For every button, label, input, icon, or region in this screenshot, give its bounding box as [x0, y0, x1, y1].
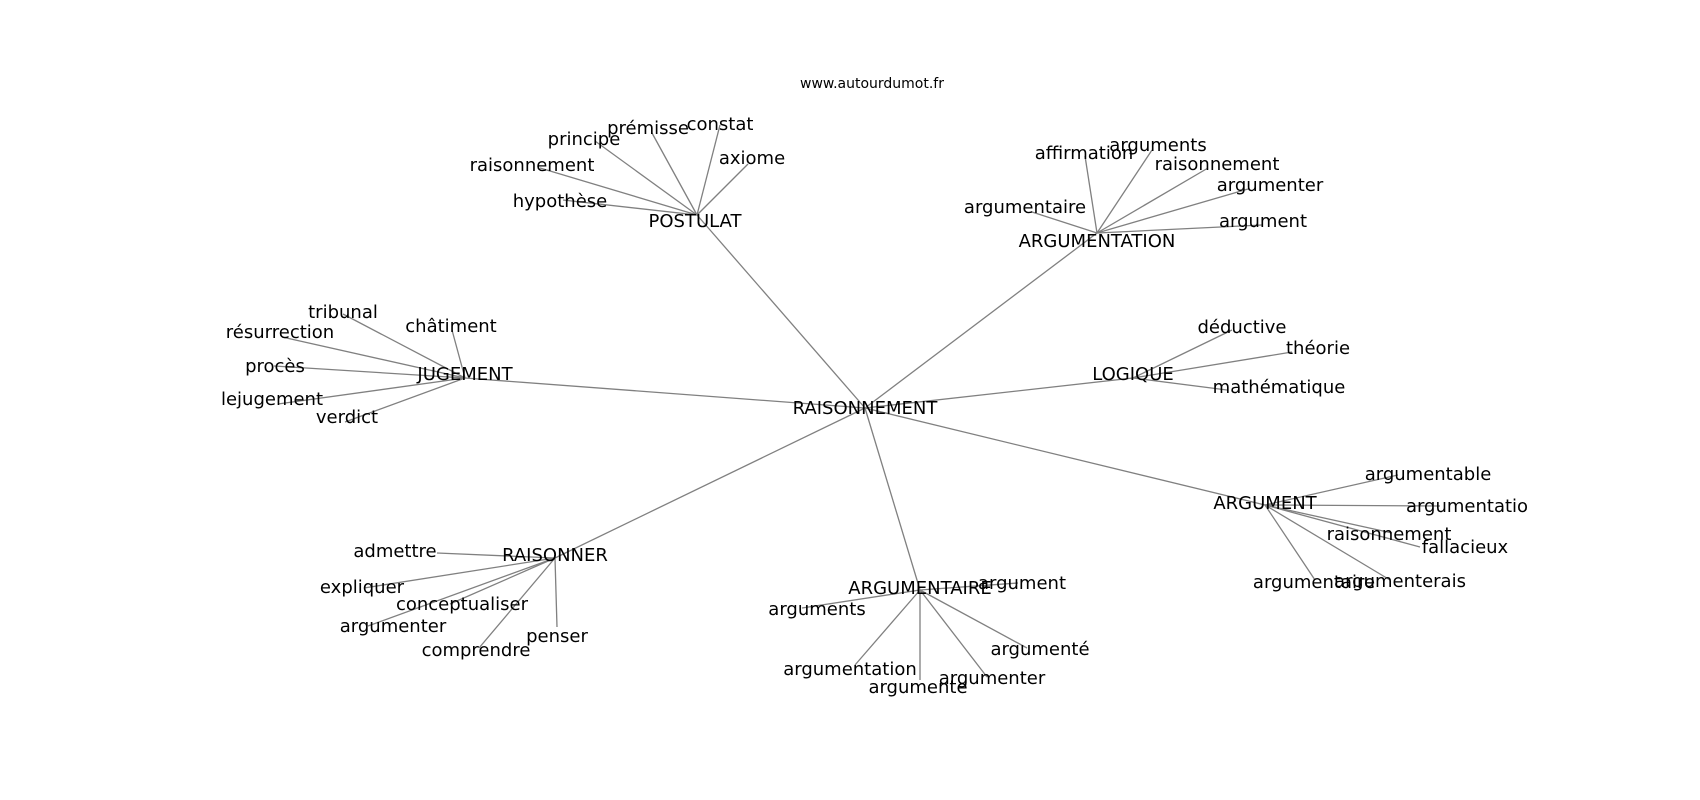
leaf-node-label[interactable]: prémisse — [607, 118, 689, 139]
edge-center-to-hub — [864, 377, 1134, 409]
edge-center-to-hub — [696, 214, 866, 409]
leaf-node-label[interactable]: comprendre — [422, 640, 531, 661]
leaf-node-label[interactable]: arguments — [768, 599, 865, 620]
edge-hub-to-leaf — [919, 589, 988, 678]
hub-node-label[interactable]: ARGUMENTAIRE — [848, 578, 991, 599]
hub-node-label[interactable]: ARGUMENT — [1213, 493, 1317, 514]
hub-node-label[interactable]: RAISONNER — [502, 545, 608, 566]
edge-hub-to-leaf — [696, 163, 749, 216]
edge-hub-to-leaf — [363, 557, 556, 589]
leaf-node-label[interactable]: résurrection — [226, 322, 334, 343]
edge-hub-to-leaf — [594, 140, 698, 216]
edge-center-to-hub — [864, 407, 1266, 506]
edge-hub-to-leaf — [277, 377, 466, 405]
leaf-node-label[interactable]: raisonnement — [1155, 154, 1280, 175]
leaf-node-label[interactable]: axiome — [719, 148, 785, 169]
leaf-node-label[interactable]: constat — [687, 114, 754, 135]
edge-hub-to-leaf — [1132, 377, 1228, 391]
leaf-node-label[interactable]: théorie — [1286, 338, 1350, 359]
leaf-node-label[interactable]: argument — [978, 573, 1066, 594]
edge-hub-to-leaf — [651, 132, 698, 216]
edge-hub-to-leaf — [1264, 504, 1421, 548]
edge-hub-to-leaf — [562, 199, 698, 216]
edge-hub-to-leaf — [1096, 167, 1209, 234]
edge-hub-to-leaf — [451, 329, 466, 379]
edge-hub-to-leaf — [1132, 351, 1293, 379]
leaf-node-label[interactable]: argumentable — [1365, 464, 1492, 485]
hub-node-label[interactable]: ARGUMENTATION — [1019, 231, 1176, 252]
leaf-node-label[interactable]: argumentatio — [1406, 496, 1528, 517]
edge-center-to-hub — [864, 232, 1098, 409]
edge-hub-to-leaf — [1264, 474, 1399, 506]
edge-hub-to-leaf — [919, 589, 1028, 649]
leaf-node-label[interactable]: lejugement — [221, 389, 323, 410]
edge-hub-to-leaf — [1096, 149, 1153, 234]
edge-hub-to-leaf — [1096, 188, 1249, 234]
edge-hub-to-leaf — [1264, 504, 1441, 507]
edges — [273, 124, 1441, 680]
edge-hub-to-leaf — [478, 557, 556, 649]
edge-hub-to-leaf — [449, 557, 556, 605]
leaf-node-label[interactable]: déductive — [1197, 317, 1286, 338]
leaf-node-label[interactable]: hypothèse — [513, 191, 608, 212]
leaf-node-label[interactable]: verdict — [316, 407, 378, 428]
leaf-node-label[interactable]: affirmation — [1035, 143, 1134, 164]
edge-center-to-hub — [464, 377, 866, 409]
leaf-node-label[interactable]: arguments — [1109, 135, 1206, 156]
edge-center-to-hub — [554, 407, 866, 559]
leaf-node-label[interactable]: principe — [548, 129, 621, 150]
leaf-node-label[interactable]: fallacieux — [1422, 537, 1509, 558]
leaf-node-label[interactable]: châtiment — [405, 316, 496, 337]
leaf-node-label[interactable]: procès — [245, 356, 305, 377]
leaf-node-label[interactable]: argumenter — [939, 668, 1046, 689]
edge-hub-to-leaf — [344, 377, 466, 423]
leaf-node-label[interactable]: argumentaire — [964, 197, 1086, 218]
leaf-node-label[interactable]: raisonnement — [1327, 524, 1452, 545]
edge-hub-to-leaf — [1132, 329, 1233, 379]
edge-hub-to-leaf — [1096, 224, 1263, 234]
edge-hub-to-leaf — [1084, 155, 1098, 234]
source-label: www.autourdumot.fr — [800, 76, 944, 92]
leaf-node-label[interactable]: tribunal — [308, 302, 378, 323]
edge-hub-to-leaf — [367, 557, 556, 627]
edge-hub-to-leaf — [1264, 504, 1391, 581]
edge-hub-to-leaf — [919, 582, 1019, 591]
edge-hub-to-leaf — [342, 313, 466, 379]
labels: www.autourdumot.fr RAISONNEMENT hypothès… — [221, 76, 1528, 698]
leaf-node-label[interactable]: argumentaire — [1253, 572, 1375, 593]
hub-node-label[interactable]: POSTULAT — [649, 211, 743, 232]
leaf-node-label[interactable]: expliquer — [320, 577, 405, 598]
edge-hub-to-leaf — [273, 365, 466, 379]
edge-center-to-hub — [864, 407, 921, 591]
edge-hub-to-leaf — [801, 589, 921, 609]
edge-hub-to-leaf — [539, 167, 698, 216]
edge-hub-to-leaf — [281, 336, 466, 379]
edge-hub-to-leaf — [1264, 504, 1316, 581]
leaf-node-label[interactable]: argumenter — [340, 616, 447, 637]
leaf-node-label[interactable]: argumenter — [1217, 175, 1324, 196]
edge-hub-to-leaf — [854, 589, 921, 666]
edge-hub-to-leaf — [436, 552, 556, 559]
leaf-node-label[interactable]: argument — [1219, 211, 1307, 232]
leaf-node-label[interactable]: penser — [526, 626, 588, 647]
edge-hub-to-leaf — [1264, 504, 1393, 534]
leaf-node-label[interactable]: conceptualiser — [396, 594, 529, 615]
edge-hub-to-leaf — [554, 557, 558, 628]
leaf-node-label[interactable]: mathématique — [1213, 377, 1346, 398]
leaf-node-label[interactable]: raisonnement — [470, 155, 595, 176]
leaf-node-label[interactable]: argumenté — [990, 639, 1089, 660]
leaf-node-label[interactable]: argumentation — [783, 659, 917, 680]
leaf-node-label[interactable]: argumenterais — [1334, 571, 1466, 592]
hub-node-label[interactable]: LOGIQUE — [1092, 364, 1174, 385]
center-node-label[interactable]: RAISONNEMENT — [793, 398, 939, 419]
edge-hub-to-leaf — [696, 124, 721, 216]
hub-node-label[interactable]: JUGEMENT — [416, 364, 513, 385]
edge-hub-to-leaf — [1031, 211, 1098, 234]
leaf-node-label[interactable]: argumente — [868, 677, 967, 698]
leaf-node-label[interactable]: admettre — [353, 541, 436, 562]
